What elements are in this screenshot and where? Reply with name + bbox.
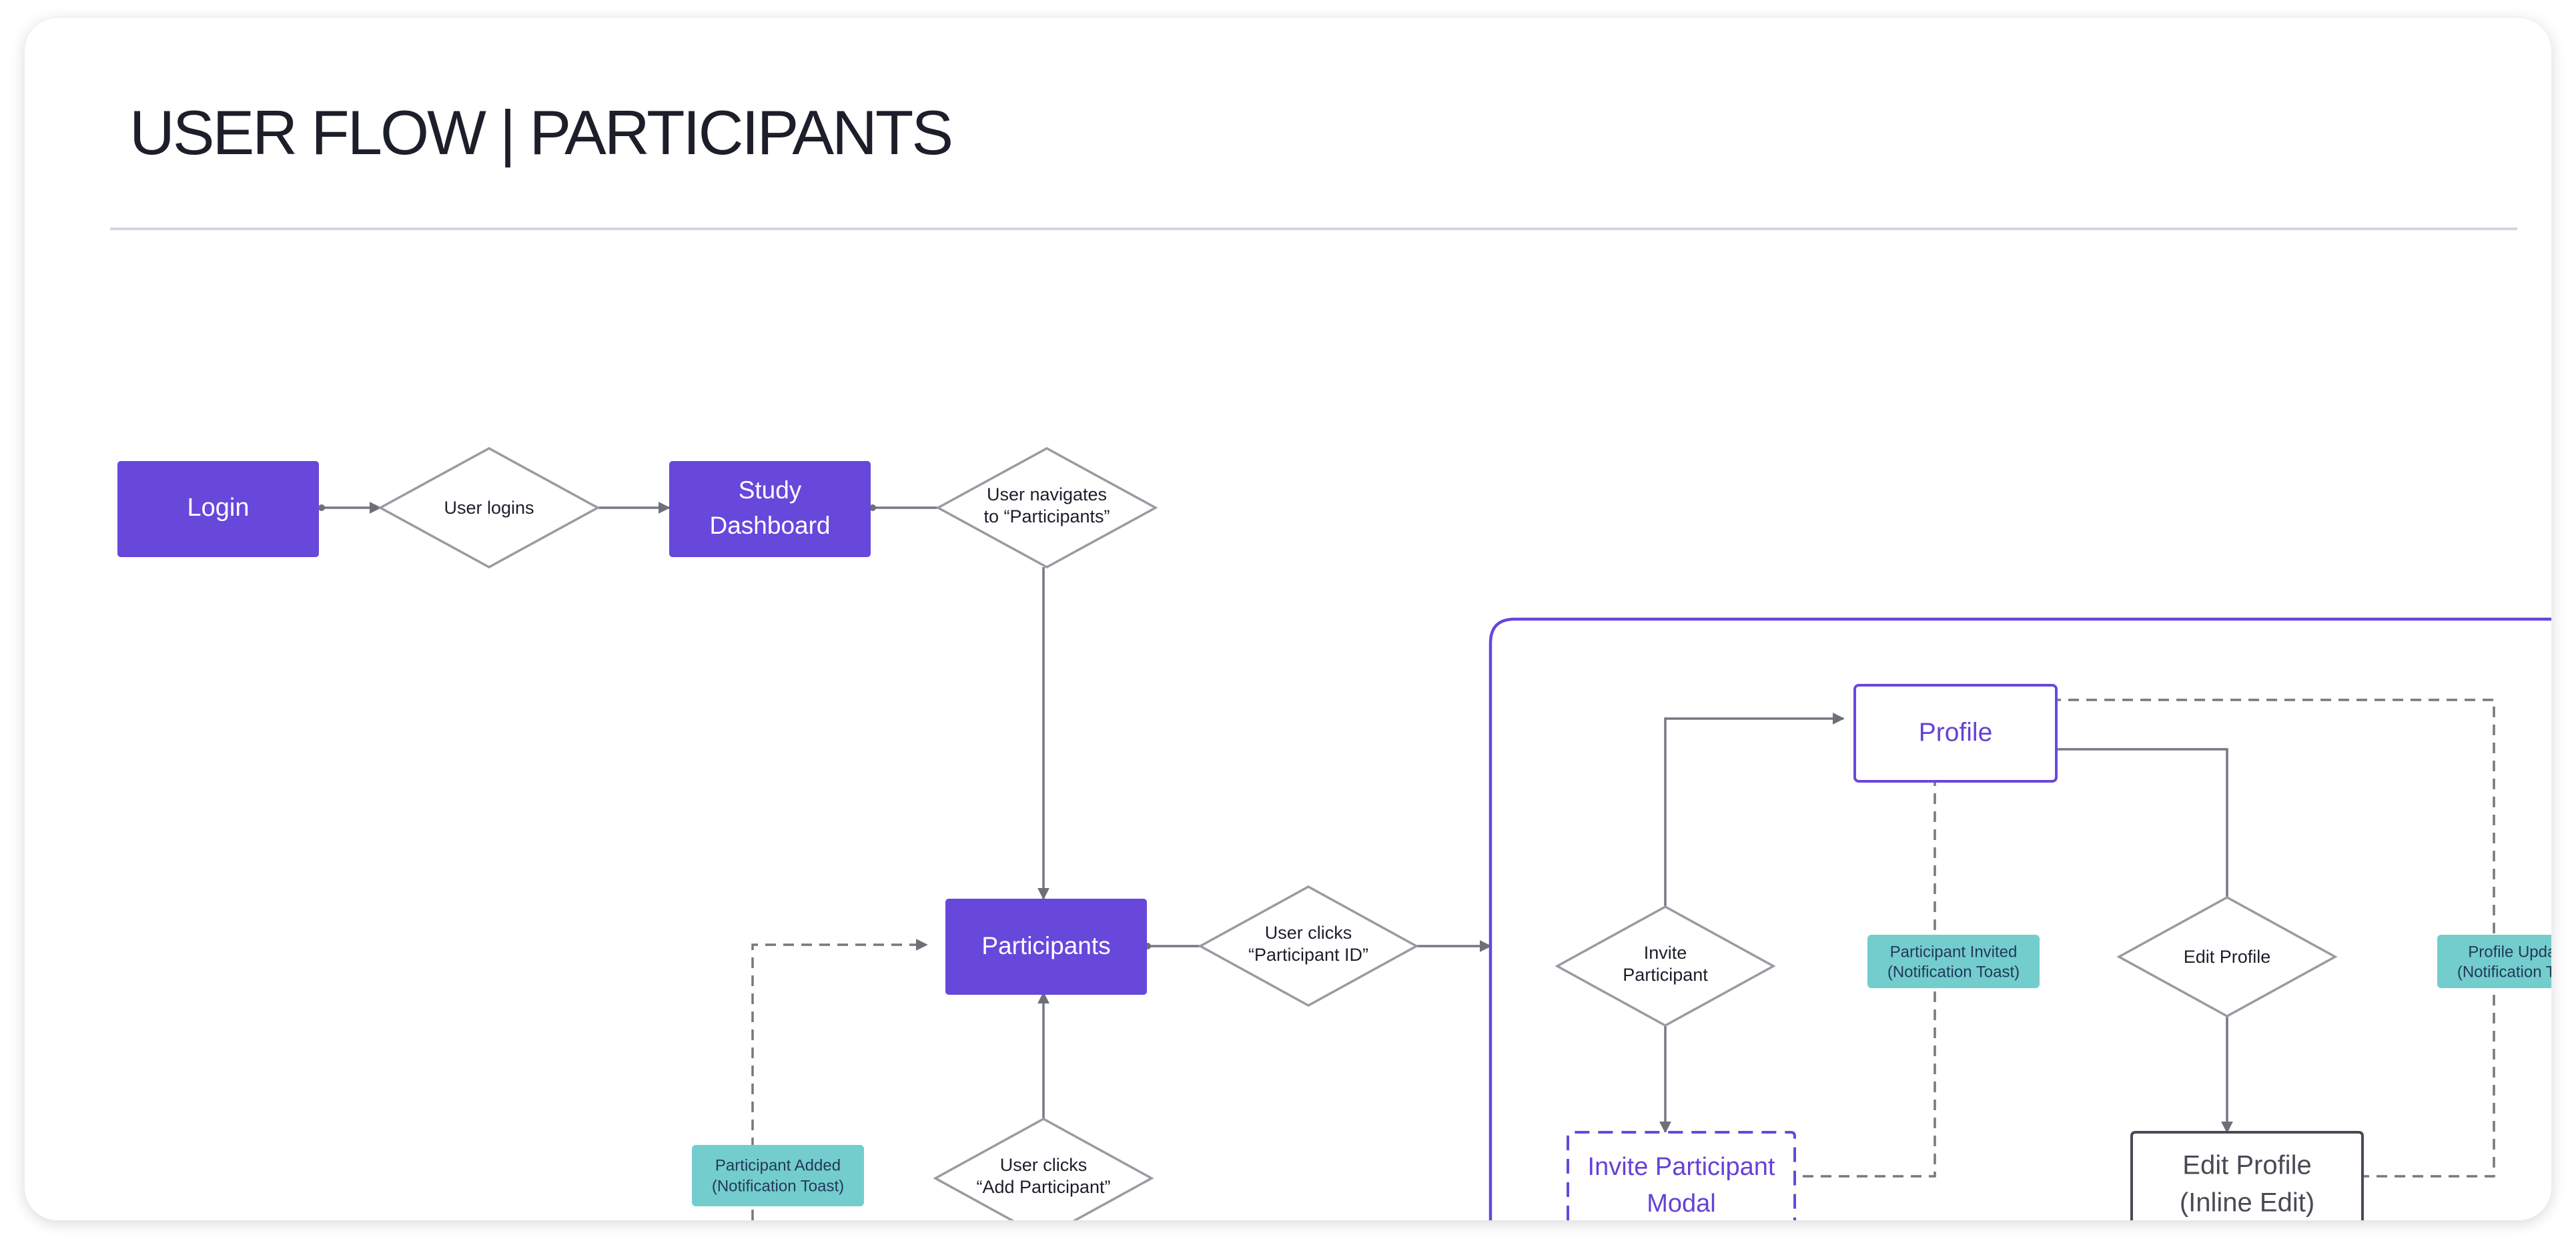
invite-modal-label-line2: Modal [1647, 1190, 1716, 1218]
invite-participant-modal-node[interactable]: Invite Participant Modal [1567, 1131, 1796, 1220]
participants-label: Participants [981, 932, 1110, 959]
user-navigates-label-line1: User navigates [987, 484, 1107, 504]
participant-detail-group-frame [1488, 617, 2551, 1220]
dashed-connectors [751, 694, 2495, 1220]
canvas-card: USER FLOW | PARTICIPANTS [25, 18, 2551, 1220]
invite-participant-label-line2: Participant [1623, 965, 1708, 985]
participant-added-toast-line1: Participant Added [715, 1156, 841, 1174]
edit-inline-label-line1: Edit Profile [2182, 1151, 2311, 1180]
invite-participant-decision[interactable]: Invite Participant [1555, 905, 1776, 1027]
profile-updated-toast-line1: Profile Updated [2468, 943, 2551, 961]
profile-updated-toast: Profile Updated (Notification Toast) [2437, 935, 2551, 988]
dashed-inline-to-profile [2043, 694, 2495, 1178]
user-clicks-participant-id-decision[interactable]: User clicks “Participant ID” [1198, 885, 1419, 1007]
user-clicks-add-label-line2: “Add Participant” [976, 1177, 1110, 1197]
study-dashboard-label-line1: Study [739, 476, 802, 504]
edit-profile-decision[interactable]: Edit Profile [2116, 896, 2338, 1017]
user-clicks-id-label-line1: User clicks [1265, 923, 1352, 943]
title-divider [110, 228, 2517, 230]
invite-participant-label-line1: Invite [1644, 943, 1687, 963]
edit-profile-decision-label: Edit Profile [2184, 947, 2271, 967]
study-dashboard-label-line2: Dashboard [709, 512, 830, 539]
connector-invite-to-profile [1664, 713, 1845, 910]
study-dashboard-node[interactable]: Study Dashboard [669, 461, 871, 557]
user-clicks-add-participant-decision[interactable]: User clicks “Add Participant” [933, 1118, 1154, 1220]
participant-invited-toast-line1: Participant Invited [1890, 943, 2018, 961]
connector-dots [318, 504, 1151, 949]
connector-dot [869, 504, 876, 511]
flow-diagram: Login Study Dashboard Participants Profi… [117, 447, 2551, 1220]
connector-dot [318, 504, 325, 511]
participant-added-toast-line2: (Notification Toast) [712, 1177, 844, 1195]
user-navigates-label-line2: to “Participants” [983, 506, 1110, 526]
profile-updated-toast-line2: (Notification Toast) [2457, 963, 2551, 981]
participant-added-toast: Participant Added (Notification Toast) [692, 1145, 864, 1206]
dashed-added-to-participants [751, 939, 928, 1220]
login-node[interactable]: Login [117, 461, 319, 557]
participant-invited-toast: Participant Invited (Notification Toast) [1867, 935, 2040, 988]
connector-lines [322, 502, 2233, 1134]
user-logins-decision[interactable]: User logins [378, 447, 600, 568]
user-navigates-decision[interactable]: User navigates to “Participants” [935, 447, 1158, 568]
profile-label: Profile [1919, 718, 1993, 747]
participant-invited-toast-line2: (Notification Toast) [1887, 963, 2020, 981]
edit-profile-inline-node[interactable]: Edit Profile (Inline Edit) [2130, 1131, 2364, 1220]
edit-inline-label-line2: (Inline Edit) [2180, 1188, 2314, 1218]
participants-node[interactable]: Participants [945, 899, 1147, 995]
login-label: Login [187, 494, 250, 522]
profile-node[interactable]: Profile [1853, 684, 2058, 783]
user-clicks-id-label-line2: “Participant ID” [1248, 945, 1368, 965]
dashed-modal-to-profile [1785, 765, 1941, 1178]
user-logins-label: User logins [444, 498, 534, 518]
page-title: USER FLOW | PARTICIPANTS [129, 97, 953, 167]
user-clicks-add-label-line1: User clicks [1000, 1155, 1088, 1175]
invite-modal-label-line1: Invite Participant [1588, 1153, 1775, 1181]
connector-edit-to-profile [2041, 743, 2228, 901]
